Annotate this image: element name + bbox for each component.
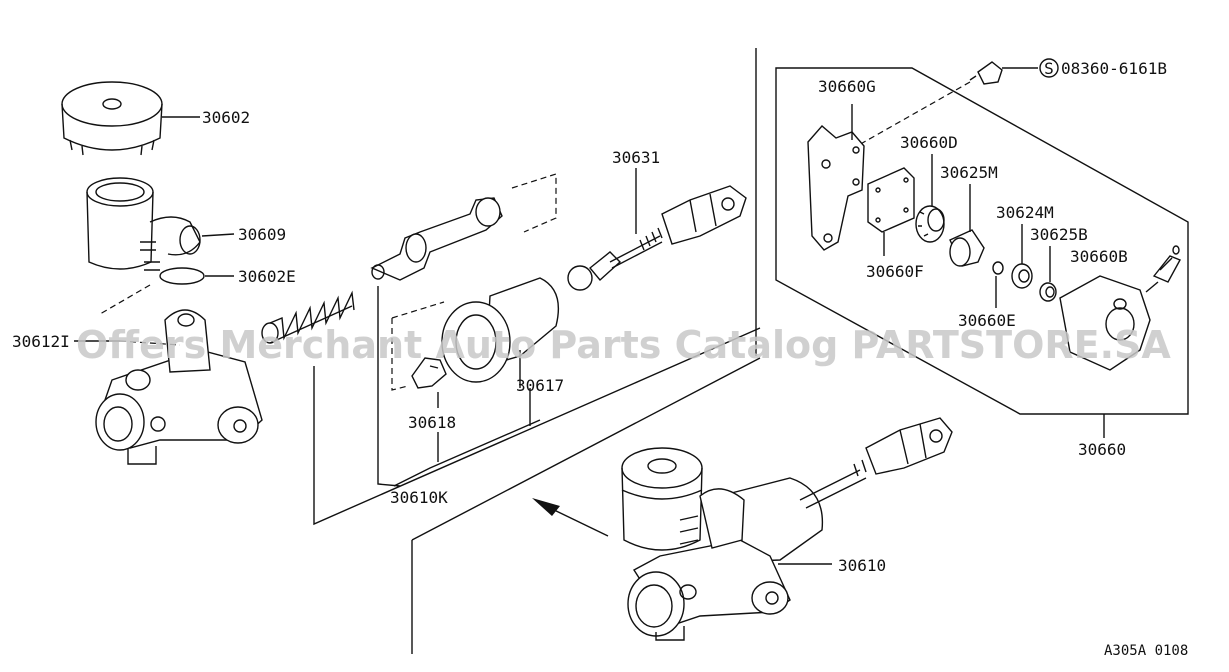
slave-piston (949, 229, 985, 267)
piston-rod (370, 173, 557, 281)
section-dividers (411, 48, 761, 654)
master-cylinder-assembly (621, 417, 953, 641)
label-30625M: 30625M (940, 163, 998, 182)
cylinder-body-left (95, 284, 263, 465)
piston-cup (1011, 263, 1033, 289)
label-30660E: 30660E (958, 311, 1016, 330)
label-30610: 30610 (838, 556, 886, 575)
reservoir-tank (86, 177, 201, 271)
label-30617: 30617 (516, 376, 564, 395)
label-30612I: 30612I (12, 332, 70, 351)
kit-bracket (313, 286, 761, 526)
bolt (849, 61, 1003, 151)
push-rod (567, 185, 747, 291)
bolt-callout: S 08360-6161B (1039, 58, 1167, 78)
label-30624M: 30624M (996, 203, 1054, 222)
dust-boot (915, 205, 945, 243)
retaining-clip (411, 357, 447, 389)
piston-spring (1039, 282, 1057, 302)
piston-sleeve (391, 277, 560, 391)
label-30625B: 30625B (1030, 225, 1088, 244)
label-30660B: 30660B (1070, 247, 1128, 266)
washer (992, 261, 1004, 275)
label-30660D: 30660D (900, 133, 958, 152)
label-30660G: 30660G (818, 77, 876, 96)
direction-arrow-icon (532, 498, 609, 537)
label-30631: 30631 (612, 148, 660, 167)
label-30660F: 30660F (866, 262, 924, 281)
label-30610K: 30610K (390, 488, 448, 507)
watermark: Offers Merchant Auto Parts Catalog PARTS… (76, 323, 1171, 367)
slave-kit-panel (775, 67, 1189, 415)
mounting-bracket (807, 125, 865, 251)
reference-code: A305A 0108 (1104, 643, 1188, 659)
return-spring (261, 290, 355, 344)
gasket-plate (867, 167, 915, 233)
label-30660: 30660 (1078, 440, 1126, 459)
slave-cylinder-body (1059, 245, 1181, 371)
label-bolt: 08360-6161B (1061, 59, 1167, 78)
reservoir-cap (61, 81, 163, 156)
label-30602: 30602 (202, 108, 250, 127)
bolt-symbol: S (1044, 59, 1054, 78)
label-30609: 30609 (238, 225, 286, 244)
standard-part-symbol-icon (1039, 58, 1059, 78)
reservoir-seal (159, 267, 205, 285)
label-30602E: 30602E (238, 267, 296, 286)
label-30618: 30618 (408, 413, 456, 432)
